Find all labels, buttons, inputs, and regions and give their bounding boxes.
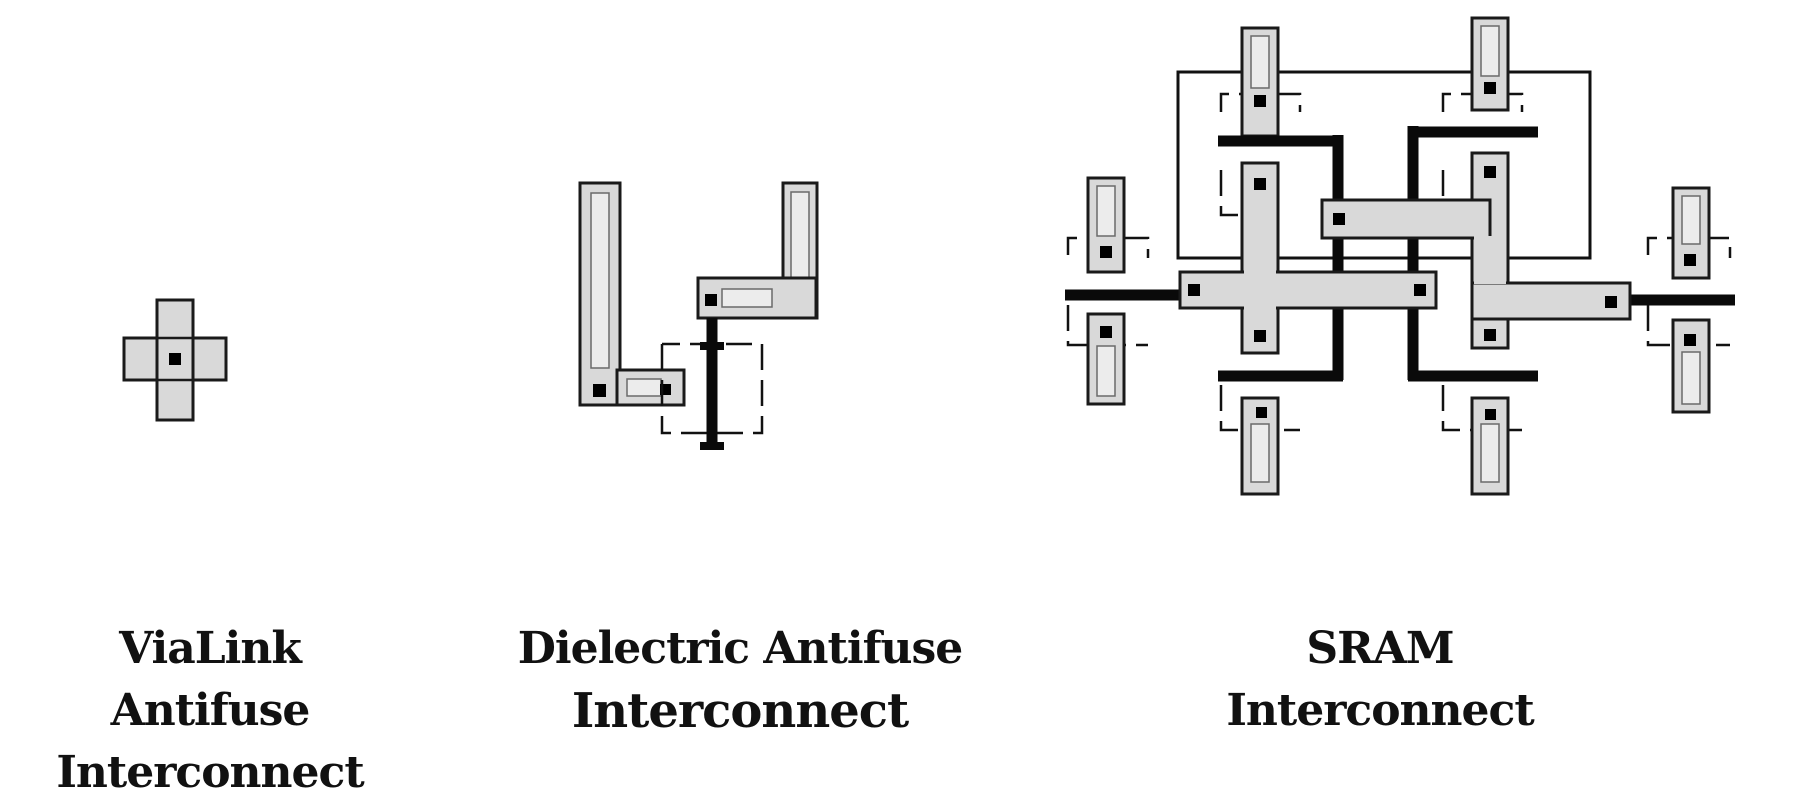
sram-cell-layout [1065,16,1735,496]
vialink-caption-line2: Interconnect [56,747,364,798]
interconnect-layout-figure [122,16,1735,496]
vialink-antifuse-layout [122,298,228,422]
vialink-caption: ViaLink Antifuse Interconnect [20,618,400,804]
sram-caption-line1: SRAM [1306,623,1454,674]
sram-caption-line2: Interconnect [1226,685,1534,736]
dielectric-antifuse-layout [578,181,819,450]
dielectric-caption: Dielectric Antifuse Interconnect [510,618,970,742]
vialink-caption-line1: ViaLink Antifuse [110,623,311,736]
dielectric-caption-line2: Interconnect [571,683,909,739]
dielectric-caption-line1: Dielectric Antifuse [517,623,964,674]
sram-caption: SRAM Interconnect [1200,618,1560,742]
